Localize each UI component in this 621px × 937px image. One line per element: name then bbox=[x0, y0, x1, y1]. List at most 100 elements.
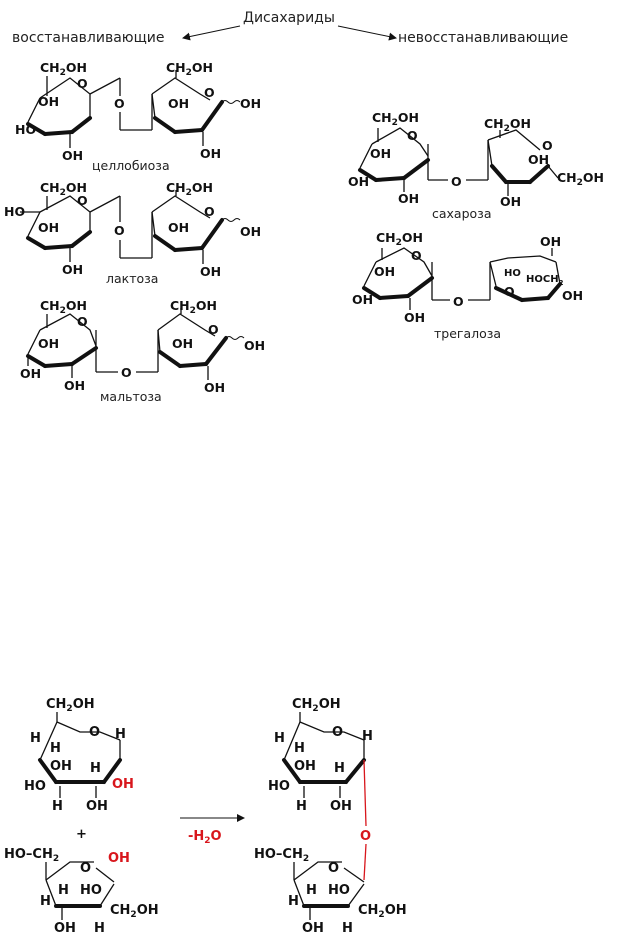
svg-text:OH: OH bbox=[172, 336, 193, 351]
svg-text:OH: OH bbox=[112, 777, 134, 792]
svg-text:OH: OH bbox=[50, 759, 72, 774]
sucrose-structure: CH2OH O OH OH OH O CH2OH O OH CH2OH OH bbox=[348, 110, 604, 209]
svg-text:CH2OH: CH2OH bbox=[40, 60, 87, 78]
svg-text:H: H bbox=[362, 729, 373, 744]
svg-text:OH: OH bbox=[38, 336, 59, 351]
reactant-glucose: CH2OH O H H H OH H OH HO H OH bbox=[24, 697, 134, 814]
svg-text:O: O bbox=[121, 365, 132, 380]
svg-text:H: H bbox=[296, 799, 307, 814]
svg-text:OH: OH bbox=[244, 338, 265, 353]
svg-text:H: H bbox=[274, 731, 285, 746]
svg-text:O: O bbox=[114, 223, 125, 238]
svg-text:CH2OH: CH2OH bbox=[484, 116, 531, 134]
svg-text:O: O bbox=[411, 248, 422, 263]
svg-text:CH2OH: CH2OH bbox=[46, 697, 95, 714]
svg-text:HO: HO bbox=[268, 779, 290, 794]
svg-text:O: O bbox=[360, 829, 371, 844]
svg-text:CH2OH: CH2OH bbox=[166, 60, 213, 78]
svg-text:OH: OH bbox=[562, 288, 583, 303]
svg-text:CH2OH: CH2OH bbox=[358, 903, 407, 920]
svg-text:OH: OH bbox=[404, 310, 425, 325]
svg-text:CH2OH: CH2OH bbox=[166, 180, 213, 198]
svg-text:OH: OH bbox=[86, 799, 108, 814]
svg-text:CH2OH: CH2OH bbox=[557, 170, 604, 188]
lactose-name: лактоза bbox=[106, 271, 158, 286]
svg-text:OH: OH bbox=[240, 96, 261, 111]
svg-text:OH: OH bbox=[108, 851, 130, 866]
svg-text:OH: OH bbox=[240, 224, 261, 239]
svg-text:CH2OH: CH2OH bbox=[40, 298, 87, 316]
arrow-right bbox=[337, 25, 397, 41]
svg-text:OH: OH bbox=[200, 264, 221, 279]
svg-text:H: H bbox=[306, 883, 317, 898]
svg-text:H: H bbox=[50, 741, 61, 756]
svg-text:OH: OH bbox=[38, 220, 59, 235]
svg-text:HO: HO bbox=[504, 268, 521, 279]
svg-text:H: H bbox=[94, 921, 105, 936]
svg-text:OH: OH bbox=[398, 191, 419, 206]
svg-text:O: O bbox=[208, 322, 219, 337]
svg-text:OH: OH bbox=[54, 921, 76, 936]
svg-text:HO: HO bbox=[4, 204, 25, 219]
trehalose-structure: CH2OH O OH OH OH O OH HO HOCH2 O OH bbox=[352, 230, 583, 325]
svg-text:O: O bbox=[504, 284, 515, 299]
svg-text:OH: OH bbox=[200, 146, 221, 161]
sucrose-name: сахароза bbox=[432, 206, 491, 221]
svg-text:O: O bbox=[407, 128, 418, 143]
cellobiose-structure: CH2OH O OH HO OH O CH2OH O OH OH OH bbox=[15, 60, 261, 163]
svg-text:H: H bbox=[288, 894, 299, 909]
svg-text:CH2OH: CH2OH bbox=[40, 180, 87, 198]
svg-text:H: H bbox=[30, 731, 41, 746]
svg-text:OH: OH bbox=[528, 152, 549, 167]
water-loss: -H2O bbox=[188, 829, 222, 846]
svg-text:O: O bbox=[451, 174, 462, 189]
nonreducing-label: невосстанавливающие bbox=[398, 30, 568, 46]
svg-text:OH: OH bbox=[62, 262, 83, 277]
svg-text:H: H bbox=[40, 894, 51, 909]
svg-text:H: H bbox=[58, 883, 69, 898]
svg-text:H: H bbox=[294, 741, 305, 756]
cellobiose-name: целлобиоза bbox=[92, 158, 170, 173]
svg-text:H: H bbox=[342, 921, 353, 936]
svg-text:CH2OH: CH2OH bbox=[372, 110, 419, 128]
svg-text:OH: OH bbox=[330, 799, 352, 814]
svg-text:O: O bbox=[80, 861, 91, 876]
reactant-fructose: HO–CH2 O OH H HO H CH2OH OH H bbox=[4, 847, 159, 936]
lactose-structure: CH2OH O HO OH OH O CH2OH O OH OH OH bbox=[4, 180, 261, 279]
svg-text:H: H bbox=[52, 799, 63, 814]
arrow-left bbox=[182, 25, 241, 41]
svg-text:OH: OH bbox=[500, 194, 521, 209]
svg-text:CH2OH: CH2OH bbox=[110, 903, 159, 920]
plus-sign: + bbox=[76, 827, 87, 842]
svg-text:HO: HO bbox=[80, 883, 102, 898]
svg-text:O: O bbox=[204, 85, 215, 100]
svg-text:H: H bbox=[90, 761, 101, 776]
svg-text:HO: HO bbox=[328, 883, 350, 898]
svg-text:CH2OH: CH2OH bbox=[170, 298, 217, 316]
svg-text:O: O bbox=[204, 204, 215, 219]
svg-text:OH: OH bbox=[204, 380, 225, 395]
trehalose-name: трегалоза bbox=[434, 326, 501, 341]
svg-text:HO: HO bbox=[24, 779, 46, 794]
product-sucrose: CH2OH O H H H OH H HO H OH O HO–CH2 O H … bbox=[254, 697, 407, 936]
svg-text:CH2OH: CH2OH bbox=[292, 697, 341, 714]
svg-text:OH: OH bbox=[20, 366, 41, 381]
svg-text:HO–CH2: HO–CH2 bbox=[254, 847, 309, 864]
svg-text:O: O bbox=[89, 725, 100, 740]
svg-text:O: O bbox=[77, 193, 88, 208]
maltose-structure: CH2OH O OH OH OH O CH2OH O OH OH OH bbox=[20, 298, 265, 395]
maltose-name: мальтоза bbox=[100, 389, 162, 404]
svg-text:O: O bbox=[77, 314, 88, 329]
svg-text:OH: OH bbox=[352, 292, 373, 307]
svg-text:OH: OH bbox=[540, 234, 561, 249]
svg-text:OH: OH bbox=[168, 96, 189, 111]
svg-text:OH: OH bbox=[374, 264, 395, 279]
svg-text:OH: OH bbox=[38, 94, 59, 109]
svg-text:O: O bbox=[77, 76, 88, 91]
svg-text:OH: OH bbox=[370, 146, 391, 161]
svg-text:O: O bbox=[114, 96, 125, 111]
svg-text:O: O bbox=[328, 861, 339, 876]
reducing-label: восстанавливающие bbox=[12, 30, 165, 46]
svg-text:OH: OH bbox=[62, 148, 83, 163]
